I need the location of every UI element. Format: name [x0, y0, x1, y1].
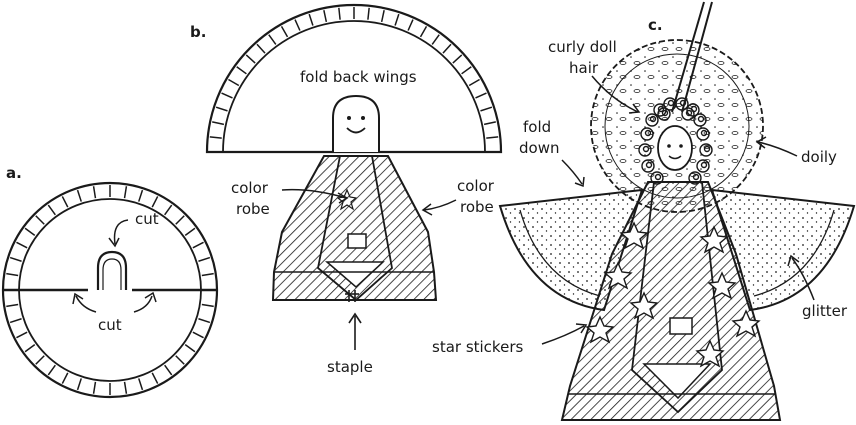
cut-arrow-left: [76, 296, 96, 312]
fold-down-arrow: [562, 160, 582, 184]
fold-down-label-line2: down: [519, 139, 559, 157]
cut-arrow-right: [134, 296, 152, 312]
star-stickers-label: star stickers: [432, 338, 523, 356]
staple-label: staple: [327, 358, 373, 376]
cut-label-top: cut: [135, 210, 159, 228]
color-robe-left-line1: color: [231, 179, 269, 197]
panel-a: a. cut cut: [3, 164, 217, 397]
color-robe-right-line1: color: [457, 177, 495, 195]
panel-a-label: a.: [6, 164, 22, 182]
panel-b: b. fold back wings color robe color robe: [190, 5, 501, 376]
fold-back-wings-label: fold back wings: [300, 68, 417, 86]
star-stickers-arrow: [542, 326, 584, 344]
cut-arrow-top: [115, 220, 128, 244]
doily-arrow: [758, 142, 797, 156]
panel-c-label: c.: [648, 16, 663, 34]
cut-label-bottom: cut: [98, 316, 122, 334]
doily-label: doily: [801, 148, 837, 166]
head-cut: [98, 252, 126, 290]
color-robe-right-line2: robe: [460, 198, 494, 216]
glitter-label: glitter: [802, 302, 848, 320]
angel-head-c: [658, 126, 692, 170]
curly-doll-label-line2: hair: [569, 59, 599, 77]
curly-doll-label-line1: curly doll: [548, 38, 617, 56]
angel-head-b: [333, 96, 379, 152]
fold-down-label-line1: fold: [523, 118, 551, 136]
panel-c: c.: [432, 2, 854, 420]
color-robe-left-line2: robe: [236, 200, 270, 218]
panel-b-label: b.: [190, 23, 206, 41]
